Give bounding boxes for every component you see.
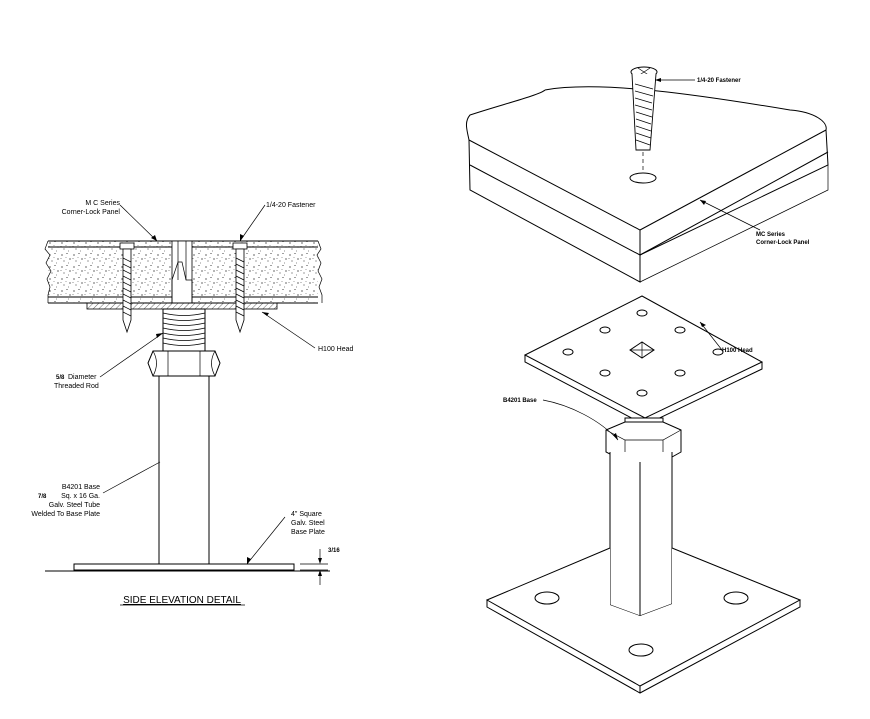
label-plate-line3: Base Plate [291,529,325,536]
side-elevation: M C Series Corner-Lock Panel 1/4-20 Fast… [31,200,353,606]
iso-label-head: H100 Head [722,348,753,354]
iso-label-fastener: 1/4-20 Fastener [697,78,741,84]
iso-label-panel-line1: MC Series [756,232,786,238]
iso-base-plate [485,547,802,694]
base-plate [45,563,330,572]
fastener-right [232,242,248,334]
label-panel-line1: M C Series [85,200,120,207]
threaded-rod [162,308,206,352]
iso-fastener [630,66,658,172]
side-elevation-title: SIDE ELEVATION DETAIL [123,595,241,606]
label-plate-line1: 4" Square [291,511,322,518]
label-base-line1: B4201 Base [62,484,100,491]
iso-panel [465,86,830,283]
iso-head-plate [523,295,764,426]
label-plate-thickness: 3/16 [328,548,340,554]
label-rod-line1: Diameter [68,374,97,381]
label-rod-line2: Threaded Rod [54,383,99,390]
panel-fastener-hole [629,172,657,184]
h100-head-plate [86,302,278,310]
label-fastener: 1/4-20 Fastener [266,202,316,209]
label-base-fraction: 7/8 [38,494,47,500]
leader-arrows [151,234,322,576]
label-base-line3: Galv. Steel Tube [49,502,100,509]
label-rod-fraction: 5/8 [56,375,65,381]
label-head: H100 Head [318,346,354,353]
corner-lock-panel-section [44,240,323,304]
steel-tube [158,375,210,565]
fastener-left [119,242,135,334]
isometric-view: 1/4-20 Fastener MC Series Corner-Lock Pa… [465,66,830,694]
hex-nut [147,350,221,377]
label-base-line2: Sq. x 16 Ga. [61,493,100,500]
iso-label-panel-line2: Corner-Lock Panel [756,240,810,246]
label-base-line4: Welded To Base Plate [31,511,100,518]
label-panel-line2: Corner-Lock Panel [62,209,121,216]
iso-leader-arrows [613,78,706,440]
iso-leader-lines [542,79,761,441]
label-plate-line2: Galv. Steel [291,520,325,527]
iso-label-base: B4201 Base [503,398,537,404]
iso-tube [609,452,673,617]
leader-lines [99,204,328,585]
